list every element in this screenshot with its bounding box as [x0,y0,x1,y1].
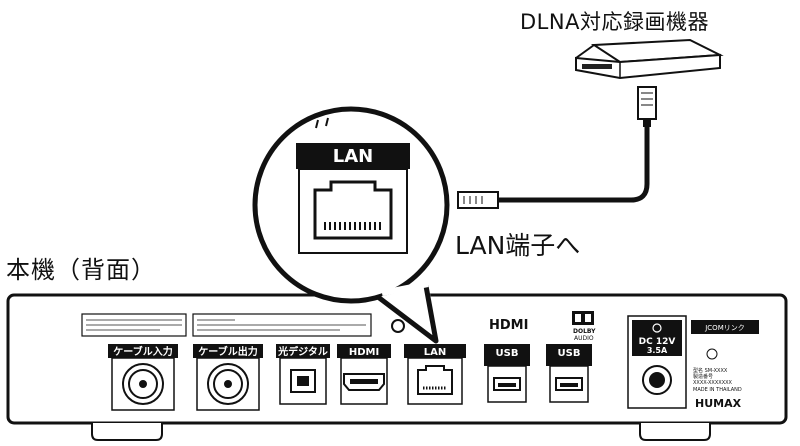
device-rear-label: 本機（背面） [6,256,156,284]
cable-in-label: ケーブル入力 [113,345,172,358]
lan-port-caption: LAN端子へ [455,231,581,260]
dc-power-port: DC 12V 3.5A [627,315,687,409]
usb-1-label: USB [496,348,519,359]
brand-logo: HUMAX [695,397,742,410]
warning-note-right [192,313,372,337]
warning-note-left [81,313,187,337]
dolby-logo: DOLBY AUDIO [572,311,596,342]
cable-out-label: ケーブル出力 [198,345,257,358]
magnifier-title: LAN [333,146,373,167]
svg-text:型名 SM-XXXX: 型名 SM-XXXX [693,367,728,374]
svg-text:XXXX-XXXXXXX: XXXX-XXXXXXX [693,380,733,386]
svg-text:JCOMリンク: JCOMリンク [704,324,745,332]
lan-plug-left [457,191,499,209]
lan-port: LAN [404,344,466,405]
hdmi-logo: HDMI [489,318,528,333]
hdmi-port-label: HDMI [349,347,379,358]
lan-plug-top [637,86,657,127]
hdmi-port: HDMI [337,344,391,405]
screw-hole [391,319,405,333]
svg-text:製造番号: 製造番号 [693,373,713,380]
cable-in-port: ケーブル入力 [108,344,178,411]
usb-2-label: USB [558,348,581,359]
usb-port-2: USB [546,344,592,403]
dlna-recorder-device [575,38,724,80]
magnifier-callout: LAN [252,106,450,344]
optical-label: 光デジタル [277,345,328,358]
optical-port: 光デジタル [276,344,330,405]
dlna-recorder-label: DLNA対応録画機器 [520,10,709,34]
svg-text:DOLBY: DOLBY [573,328,596,335]
dc-label: DC 12V [639,337,676,347]
lan-cable [498,127,650,203]
lan-port-label: LAN [424,347,446,358]
dc-current-label: 3.5A [647,346,668,355]
cable-out-port: ケーブル出力 [193,344,263,411]
usb-port-1: USB [484,344,530,403]
svg-text:AUDIO: AUDIO [574,335,594,342]
label-sticker: JCOMリンク 型名 SM-XXXX 製造番号 XXXX-XXXXXXX MAD… [691,320,759,410]
svg-text:MADE IN THAILAND: MADE IN THAILAND [693,387,742,393]
